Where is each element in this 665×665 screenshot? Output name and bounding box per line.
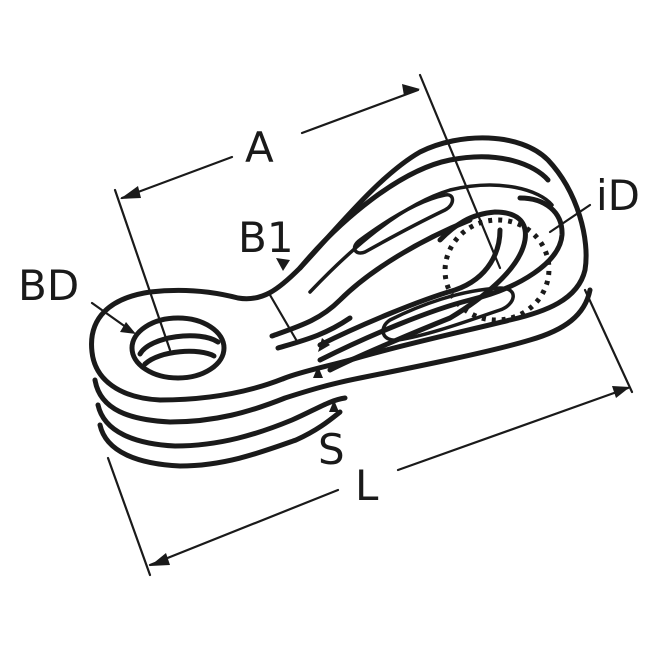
dimension-b1: B1	[238, 213, 330, 352]
fitting-body	[89, 135, 593, 469]
dimension-id: iD	[548, 171, 640, 234]
dimension-bd: BD	[18, 261, 136, 334]
label-bd: BD	[18, 261, 79, 310]
label-id: iD	[596, 171, 640, 220]
bolt-hole-outer	[129, 315, 227, 381]
label-b1: B1	[238, 213, 294, 262]
label-s: S	[318, 425, 345, 474]
inner-diameter-circle	[442, 217, 552, 323]
dimension-s: S	[313, 366, 345, 474]
label-a: A	[245, 123, 274, 172]
dimension-l: L	[106, 288, 634, 577]
label-l: L	[355, 461, 379, 510]
dimension-a: A	[113, 73, 502, 352]
